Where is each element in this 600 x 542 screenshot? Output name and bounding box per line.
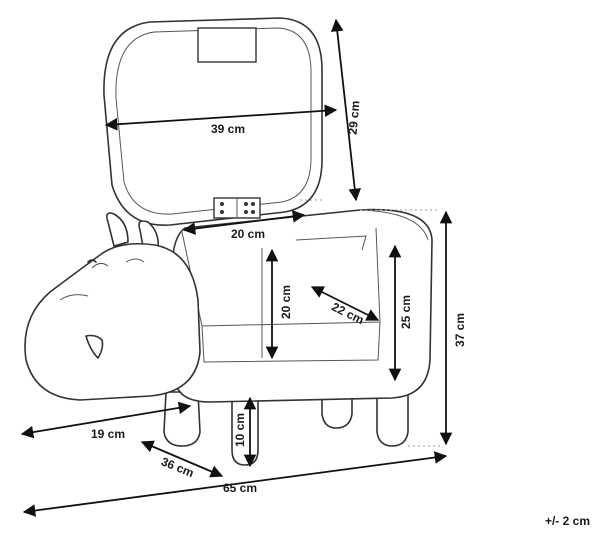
- tolerance-note: +/- 2 cm: [545, 514, 590, 528]
- dimension-inner-height: 20 cm: [265, 248, 293, 360]
- dimension-inner-width: 20 cm: [182, 210, 306, 241]
- hippo-head: [24, 212, 201, 401]
- dimension-lid-width: 39 cm: [104, 104, 338, 136]
- hinge: [213, 197, 261, 219]
- label-inner-width: 20 cm: [231, 227, 265, 241]
- label-body-height: 25 cm: [399, 295, 413, 329]
- hippo-body: [170, 208, 433, 403]
- label-head-length: 19 cm: [91, 427, 125, 441]
- label-total-height: 37 cm: [453, 313, 467, 347]
- dimension-head-length: 19 cm: [20, 401, 192, 441]
- label-lid-width: 39 cm: [211, 122, 245, 136]
- dimension-body-height: 25 cm: [388, 244, 413, 382]
- label-inner-height: 20 cm: [279, 285, 293, 319]
- dimension-lid-height: 29 cm: [330, 18, 363, 202]
- dimension-total-height: 37 cm: [439, 210, 467, 446]
- dimension-total-length: 65 cm: [22, 451, 448, 517]
- label-total-length: 65 cm: [223, 481, 257, 495]
- label-leg-height: 10 cm: [233, 413, 247, 447]
- dimension-depth: 36 cm: [140, 440, 224, 480]
- label-depth: 36 cm: [159, 454, 196, 480]
- lid-label-tag: [197, 27, 257, 63]
- label-lid-height: 29 cm: [346, 100, 363, 135]
